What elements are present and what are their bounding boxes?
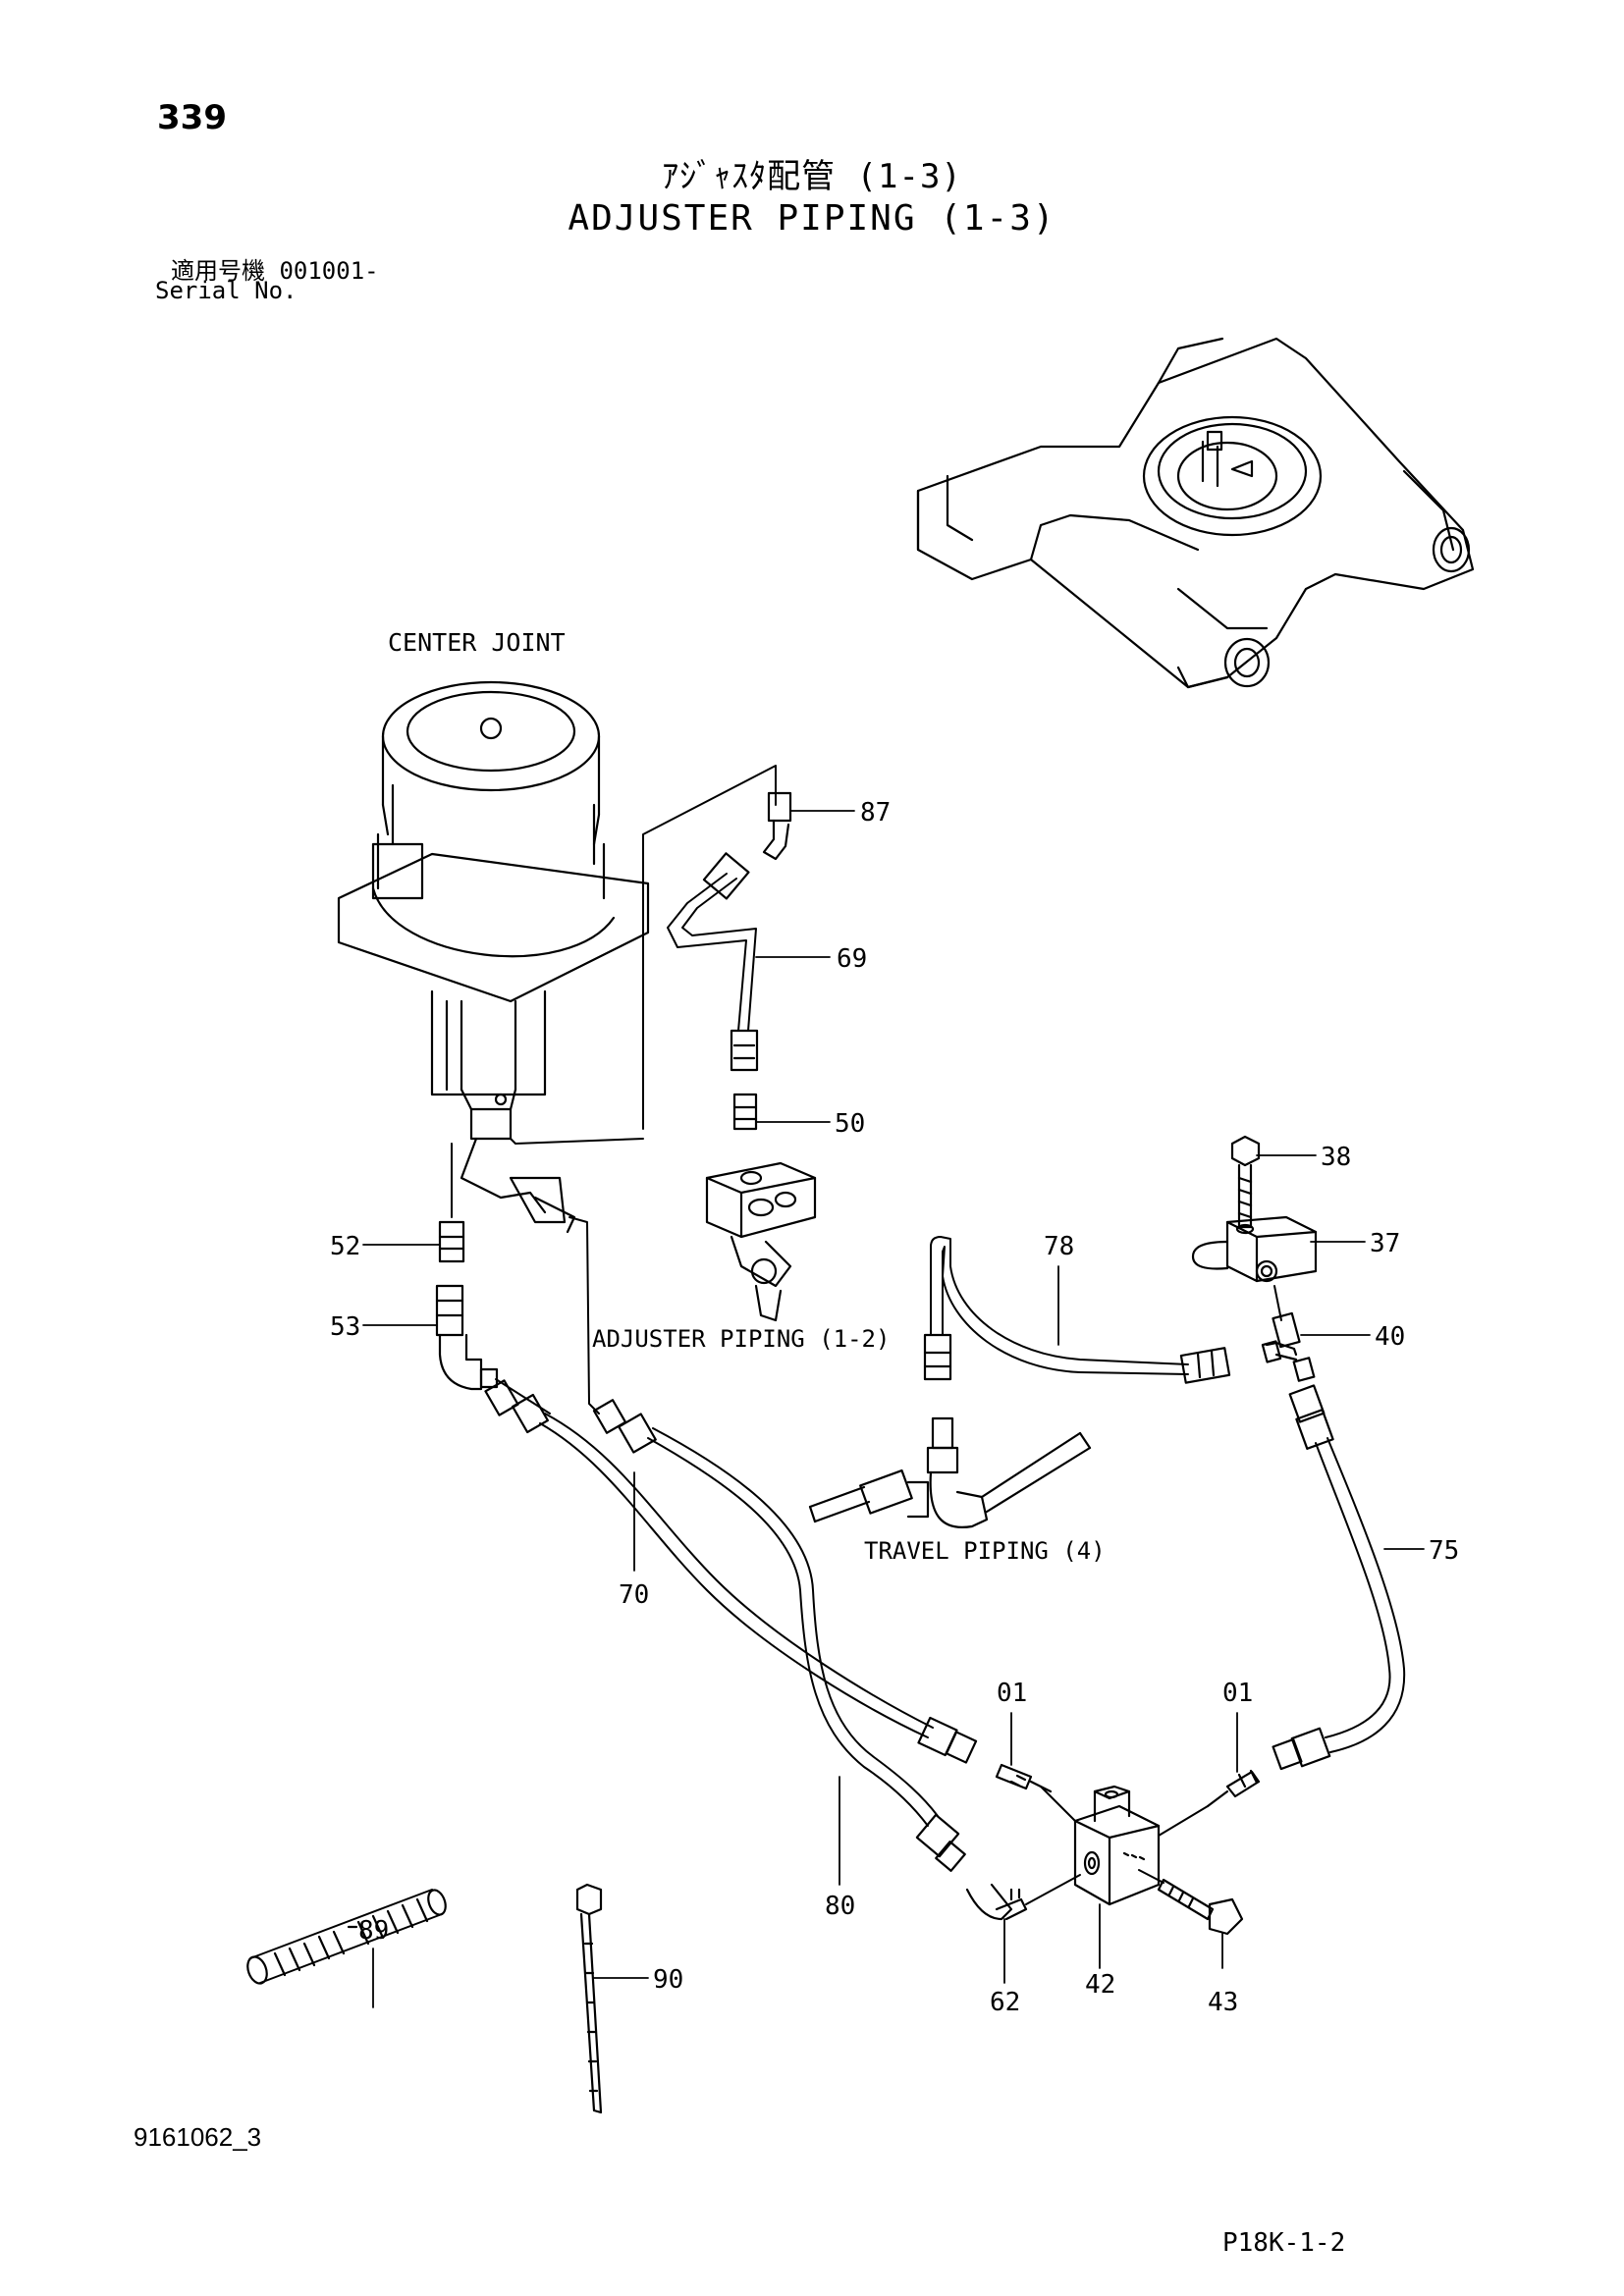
callout-53: 53: [330, 1312, 360, 1342]
callout-43: 43: [1208, 1988, 1238, 2017]
label-center-joint: CENTER JOINT: [388, 628, 566, 657]
callout-89: 89: [358, 1916, 389, 1946]
spiral-guard-89: [246, 1889, 447, 1985]
tube-69: [667, 852, 759, 1072]
callout-90: 90: [653, 1965, 683, 1995]
callout-75: 75: [1429, 1536, 1459, 1566]
bolt-38: [1230, 1135, 1261, 1229]
valve-block-illustration: [705, 1161, 817, 1322]
callout-37: 37: [1370, 1229, 1400, 1258]
elbow-62: [965, 1874, 1081, 1921]
fitting-01-left: [995, 1763, 1053, 1793]
document-code: 9161062_3: [134, 2122, 262, 2152]
callout-42: 42: [1085, 1970, 1115, 2000]
callout-40: 40: [1375, 1322, 1405, 1352]
callout-70: 70: [619, 1580, 649, 1610]
serial-label-english: Serial No.: [155, 277, 298, 304]
center-joint-illustration: [337, 680, 650, 1234]
cable-tie-90: [575, 1883, 603, 2114]
block-37: [1191, 1215, 1318, 1283]
elbow-fitting-87: [762, 791, 792, 861]
hose-70: [484, 1378, 978, 1764]
callout-69: 69: [837, 944, 867, 974]
tube-78: [923, 1236, 1231, 1384]
adapter-52: [438, 1143, 465, 1263]
label-travel-piping-ref: TRAVEL PIPING (4): [864, 1537, 1106, 1565]
bolt-43: [1138, 1869, 1244, 1936]
callout-80: 80: [825, 1892, 855, 1921]
title-japanese: ｱｼﾞｬｽﾀ配管 (1-3): [662, 157, 962, 196]
travel-piping-illustration: [808, 1416, 1092, 1528]
fitting-01-right: [1206, 1769, 1261, 1808]
callout-50: 50: [835, 1109, 865, 1139]
title-english: ADJUSTER PIPING (1-3): [568, 198, 1056, 239]
callout-38: 38: [1321, 1143, 1351, 1172]
elbow-53: [435, 1284, 499, 1391]
callout-52: 52: [330, 1232, 360, 1261]
label-adjuster-piping-ref: ADJUSTER PIPING (1-2): [592, 1325, 890, 1353]
callout-01-left: 01: [997, 1679, 1027, 1708]
page-code: P18K-1-2: [1222, 2228, 1346, 2258]
leader-lines: [362, 810, 1425, 2008]
track-frame-illustration: [916, 337, 1475, 689]
page-number: 339: [157, 98, 227, 137]
connector-50: [732, 1093, 758, 1131]
callout-01-right: 01: [1222, 1679, 1253, 1708]
block-42: [1073, 1785, 1161, 1906]
hose-80: [592, 1399, 966, 1872]
callout-87: 87: [860, 798, 891, 828]
serial-label-japanese: 適用号機 001001-: [171, 257, 379, 285]
hose-75: [1272, 1384, 1406, 1771]
callout-78: 78: [1044, 1232, 1074, 1261]
callout-62: 62: [990, 1988, 1020, 2017]
tee-fitting-40: [1261, 1285, 1316, 1382]
